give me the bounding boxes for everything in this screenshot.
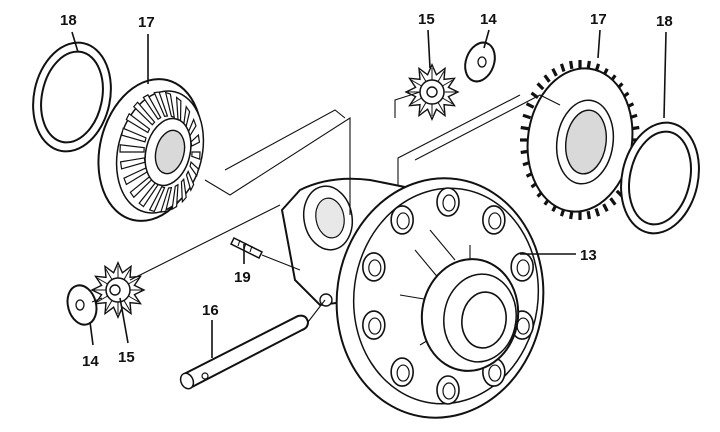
callout-18-right: 18 [656,13,673,30]
callout-14-bottom: 14 [82,353,99,370]
side-gear-right [520,60,640,220]
gear-tooth [520,125,529,131]
gear-tooth [125,112,151,134]
gear-tooth [602,203,609,213]
bolt-hole-inner [488,364,502,382]
pinion-tooth-line [437,70,445,82]
thrust-washer-top [464,41,496,83]
callout-17-left: 17 [138,14,155,31]
bolt-hole-inner [516,317,530,335]
pinion-gear-bottom [90,260,146,320]
gear-tooth [153,91,169,118]
gear-tooth [569,60,574,70]
assembly-guide-lines [91,91,561,323]
shim-washer-right [620,121,700,235]
pinion-tooth-line [105,300,113,312]
pinion-tooth-line [128,295,140,303]
callout-16: 16 [202,302,219,319]
pinion-tooth-line [410,97,422,105]
bolt-hole-inner [442,382,456,400]
thrust-washer-bottom [66,284,98,326]
gear-tooth [594,207,601,217]
gear-tooth [180,177,187,204]
gear-tooth [132,101,156,126]
gear-tooth [551,67,558,77]
gear-tooth [119,144,145,153]
pinion-tooth-line [123,300,131,312]
callout-15-bottom: 15 [118,349,135,366]
pinion-shaft [179,314,310,390]
pinion-tooth-line [437,102,445,114]
pinion-tooth-line [105,268,113,280]
bolt-hole-inner [442,194,456,212]
gear-tooth [191,151,201,161]
gear-tooth [171,183,179,211]
lock-pin [229,236,264,260]
gear-tooth [559,63,566,73]
bolt-hole-inner [368,259,382,277]
pinion-tooth-line [123,268,131,280]
pinion-tooth-line [96,295,108,303]
gear-tooth [164,91,175,119]
gear-tooth [189,161,200,178]
pinion-tooth-line [442,97,454,105]
pinion-tooth-line [419,70,427,82]
gear-tooth [160,186,173,213]
pinion-gear-top [404,62,460,122]
callout-14-top: 14 [480,11,497,28]
pinion-tooth-line [442,79,454,87]
bolt-hole-inner [488,212,502,230]
leader-lines [71,29,667,358]
gear-tooth [148,186,166,213]
callout-17-right: 17 [590,11,607,28]
pinion-tooth-line [419,102,427,114]
bolt-hole-inner [368,317,382,335]
callout-13: 13 [580,247,597,264]
differential-case [280,177,545,419]
bolt-hole-inner [396,212,410,230]
gear-tooth [525,102,535,109]
bolt-hole-inner [516,259,530,277]
pinion-tooth-line [128,277,140,285]
bolt-hole-inner [396,364,410,382]
shim-washer-left [32,41,112,153]
gear-tooth [522,113,532,120]
callout-labels: 18 17 15 14 17 18 13 19 16 14 15 [60,11,673,370]
gear-tooth [586,210,591,220]
pinion-tooth-line [410,79,422,87]
gear-tooth [120,127,147,143]
callout-19: 19 [234,269,251,286]
gear-tooth [536,82,545,91]
gear-tooth [543,74,551,83]
gear-tooth [142,94,162,121]
gear-tooth [609,197,617,206]
side-gear-left [97,78,205,222]
pinion-tooth-line [96,277,108,285]
callout-15-top: 15 [418,11,435,28]
gear-tooth [185,170,195,192]
callout-18-left: 18 [60,12,77,29]
